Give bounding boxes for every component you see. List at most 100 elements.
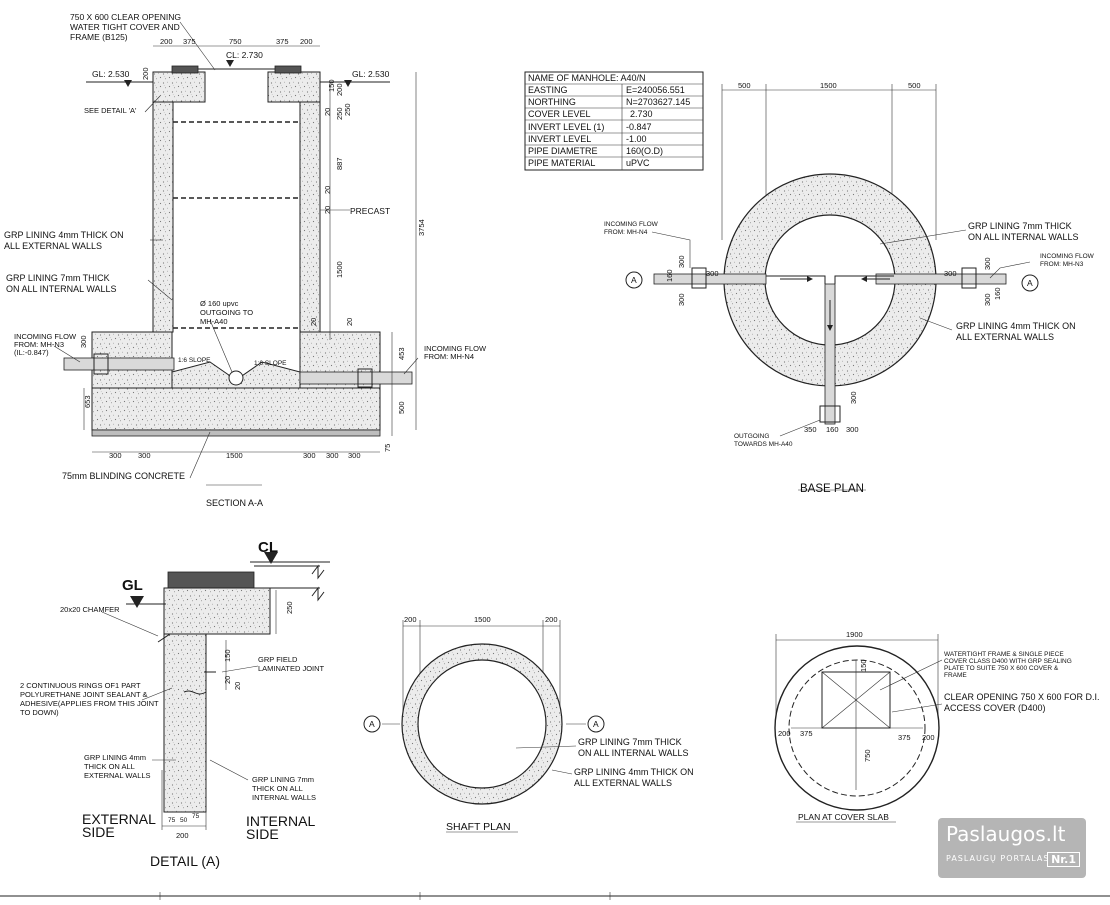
table-row-5-value: -1.00 xyxy=(626,134,647,144)
slab-note-small-1: WATERTIGHT FRAME & SINGLE PIECE xyxy=(944,651,1064,658)
base-pipe-left xyxy=(653,273,767,285)
detail-grp-ext-1: GRP LINING 4mm xyxy=(84,753,146,762)
detail-external-1: EXTERNAL xyxy=(82,811,156,827)
detail-a xyxy=(101,552,330,830)
slab-note-large-2: ACCESS COVER (D400) xyxy=(944,703,1046,713)
shaft-wall-right xyxy=(299,101,321,333)
detail-gl-label: GL xyxy=(122,577,143,594)
table-row-7-label: PIPE MATERIAL xyxy=(528,158,595,168)
incoming-left-line2: FROM: MH-N3 xyxy=(14,340,64,349)
base-bottom-dim-4: 300 xyxy=(849,391,858,404)
table-row-6-value: 160(O.D) xyxy=(626,146,663,156)
right-dim-2: 250 xyxy=(335,107,344,120)
table-row-0-label: NAME OF MANHOLE: A40/N xyxy=(528,73,646,83)
table-row-4-value: -0.847 xyxy=(626,122,652,132)
shaft-dim-1: 200 xyxy=(404,615,417,624)
base-left-dim-1: 300 xyxy=(677,255,686,268)
incoming-left-line3: (IL:-0.847) xyxy=(14,348,49,357)
inner-dim-3: 20 xyxy=(309,318,318,326)
slab-note-small-3: PLATE TO SUITE 750 X 600 COVER & xyxy=(944,665,1059,672)
table-row-2-value: N=2703627.145 xyxy=(626,97,690,107)
top-dim-4: 375 xyxy=(276,37,289,46)
detail-grp-field-2: LAMINATED JOINT xyxy=(258,664,325,673)
base-left-dim-3: 300 xyxy=(677,293,686,306)
bottom-dim-4: 300 xyxy=(303,451,316,460)
table-row-1-label: EASTING xyxy=(528,85,568,95)
detail-a-title: DETAIL (A) xyxy=(150,853,220,869)
watermark-subtitle: PASLAUGŲ PORTALAS xyxy=(946,854,1050,863)
shaft-dim-3: 200 xyxy=(545,615,558,624)
base-incoming-right-2: FROM: MH-N3 xyxy=(1040,261,1084,268)
base-left-dim-2: 160 xyxy=(665,269,674,282)
see-detail-label: SEE DETAIL 'A' xyxy=(84,106,137,115)
left-dim-1: 653 xyxy=(83,395,92,408)
detail-sealant-4: TO DOWN) xyxy=(20,708,59,717)
right-dim-5: 1500 xyxy=(335,261,344,278)
base-top-dim-2: 1500 xyxy=(820,81,837,90)
base-marker-right: A xyxy=(1027,278,1033,288)
base-plan xyxy=(625,84,1039,491)
shaft-grp-int-2: ON ALL INTERNAL WALLS xyxy=(578,748,689,758)
right-dim-8: 500 xyxy=(397,401,406,414)
detail-sealant-1: 2 CONTINUOUS RINGS OF1 PART xyxy=(20,681,141,690)
base-grp-ext-2: ALL EXTERNAL WALLS xyxy=(956,332,1054,342)
detail-sealant-3: ADHESIVE(APPLIES FROM THIS JOINT xyxy=(20,699,159,708)
base-bottom-dim-1: 350 xyxy=(804,425,817,434)
detail-bottom-3: 75 xyxy=(192,813,200,820)
slope-left: 1:6 SLOPE xyxy=(178,357,211,364)
watermark-badge: Nr.1 xyxy=(1047,852,1080,867)
inner-dim-2: 20 xyxy=(323,206,332,214)
slab-dim-5: 150 xyxy=(859,659,868,672)
cover-note-line3: FRAME (B125) xyxy=(70,32,128,42)
cover-frame-right xyxy=(274,65,302,74)
base-outgoing-2: TOWARDS MH-A40 xyxy=(734,441,793,448)
shaft-grp-int-1: GRP LINING 7mm THICK xyxy=(578,737,682,747)
right-dim-9: 75 xyxy=(383,444,392,452)
slab-note-large-1: CLEAR OPENING 750 X 600 FOR D.I. xyxy=(944,692,1100,702)
slab-top-dim: 1900 xyxy=(846,630,863,639)
base-incoming-left-1: INCOMING FLOW xyxy=(604,221,659,228)
detail-dim-5: 200 xyxy=(176,831,189,840)
blinding-layer xyxy=(91,429,381,437)
watermark-logo: Paslaugos.lt PASLAUGŲ PORTALAS Nr.1 xyxy=(938,818,1086,878)
base-marker-left: A xyxy=(631,275,637,285)
table-row-6-label: PIPE DIAMETRE xyxy=(528,146,598,156)
base-grp-ext-1: GRP LINING 4mm THICK ON xyxy=(956,321,1076,331)
table-row-2-label: NORTHING xyxy=(528,97,576,107)
slope-right: 1:6 SLOPE xyxy=(254,360,287,367)
title-block-strip xyxy=(0,892,1110,900)
pipe-in-left xyxy=(63,357,175,371)
detail-sealant-2: POLYURETHANE JOINT SEALANT & xyxy=(20,690,148,699)
base-plan-title: BASE PLAN xyxy=(800,483,864,495)
manhole-table xyxy=(524,71,704,171)
detail-cl-label: CL xyxy=(258,539,278,556)
precast-label: PRECAST xyxy=(350,206,390,216)
benching xyxy=(171,361,301,389)
overall-height: 3754 xyxy=(417,219,426,236)
detail-dim-2: 150 xyxy=(223,649,232,662)
pipe-in-right xyxy=(299,371,413,385)
blinding-label: 75mm BLINDING CONCRETE xyxy=(62,471,185,481)
outgoing-line3: MH-A40 xyxy=(200,317,228,326)
cover-frame-left xyxy=(171,65,199,74)
grp-ext-line2: ALL EXTERNAL WALLS xyxy=(4,241,102,251)
detail-cover-frame xyxy=(167,571,255,589)
shaft-plan xyxy=(363,620,605,833)
slab-dim-1: 200 xyxy=(778,729,791,738)
inner-dim-4: 250 xyxy=(343,103,352,116)
slab-note-small-2: COVER CLASS D400 WITH GRP SEALING xyxy=(944,658,1072,665)
shaft-plan-title: SHAFT PLAN xyxy=(446,821,511,833)
base-top-dim-1: 500 xyxy=(738,81,751,90)
base-grp-int-1: GRP LINING 7mm THICK xyxy=(968,221,1072,231)
small-dim-1: 200 xyxy=(141,67,150,80)
slab-dim-4: 200 xyxy=(922,733,935,742)
base-pipe-out xyxy=(824,283,836,425)
base-grp-int-2: ON ALL INTERNAL WALLS xyxy=(968,232,1079,242)
base-right-dim-3: 300 xyxy=(983,293,992,306)
shaft-marker-left: A xyxy=(369,719,375,729)
base-top-dim-3: 500 xyxy=(908,81,921,90)
bottom-dim-5: 300 xyxy=(326,451,339,460)
detail-grp-int-3: INTERNAL WALLS xyxy=(252,793,316,802)
base-bottom-dim-3: 300 xyxy=(846,425,859,434)
